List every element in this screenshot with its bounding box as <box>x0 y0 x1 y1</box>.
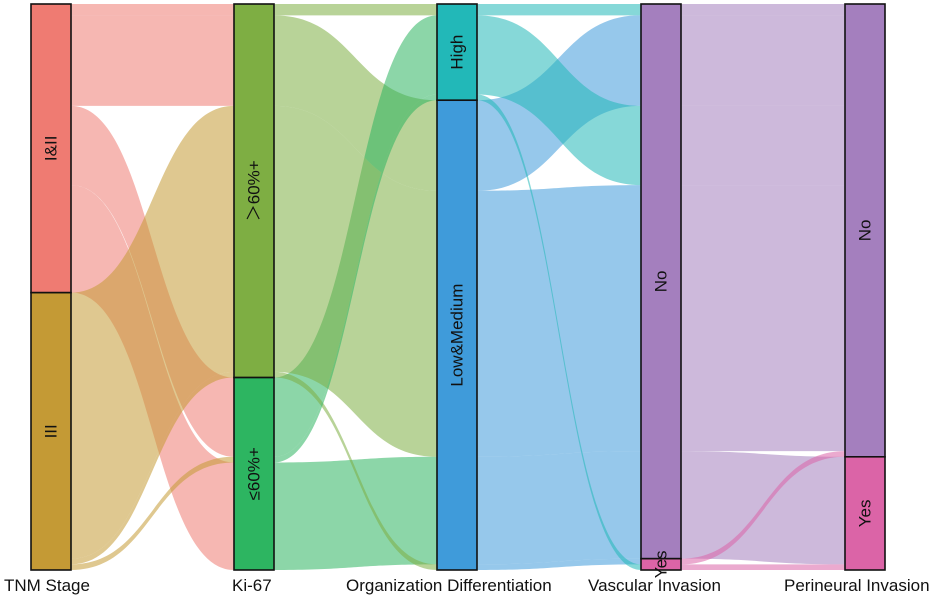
flow-1-3 <box>274 456 437 570</box>
node-0-III <box>30 291 72 571</box>
node-2-Low&Medium <box>436 99 478 571</box>
flow-0-0 <box>71 4 234 16</box>
flow-1-0 <box>274 4 437 16</box>
node-label-1-＞60%+: ＞60%+ <box>245 160 264 221</box>
flow-2-5 <box>477 558 641 570</box>
flow-3-0 <box>681 4 845 16</box>
flow-3-4 <box>681 185 845 452</box>
node-3-Yes <box>640 557 682 571</box>
axis-title-2: Organization Differentiation <box>346 576 552 595</box>
flow-3-1 <box>681 15 845 106</box>
flow-1-5 <box>274 371 437 570</box>
node-label-0-I&II: I&II <box>42 136 61 162</box>
axis-title-4: Perineural Invasion <box>784 576 930 595</box>
flow-2-2 <box>477 15 641 186</box>
node-label-0-III: III <box>42 424 61 438</box>
flow-2-0 <box>477 4 641 16</box>
node-label-2-High: High <box>448 35 467 70</box>
flow-2-6 <box>477 94 641 570</box>
flow-2-3 <box>477 451 641 565</box>
node-label-4-No: No <box>856 220 875 242</box>
node-4-Yes <box>844 455 886 571</box>
flow-2-4 <box>477 185 641 457</box>
node-label-4-Yes: Yes <box>856 500 875 528</box>
node-1-≤60%+ <box>233 376 275 571</box>
flows-layer <box>71 4 845 570</box>
flow-3-6 <box>681 564 845 570</box>
node-4-No <box>844 3 886 458</box>
node-2-High <box>436 3 478 102</box>
node-label-3-No: No <box>652 270 671 292</box>
flow-0-4 <box>71 105 234 559</box>
flow-3-5 <box>681 451 845 565</box>
node-label-1-≤60%+: ≤60%+ <box>245 447 264 500</box>
node-label-3-Yes: Yes <box>652 550 671 578</box>
flow-0-6 <box>71 456 234 570</box>
node-1-＞60%+ <box>233 3 275 379</box>
axis-title-3: Vascular Invasion <box>588 576 721 595</box>
axis-title-0: TNM Stage <box>4 576 90 595</box>
axis-title-1: Ki-67 <box>232 576 272 595</box>
flow-1-1 <box>274 15 437 191</box>
flow-3-2 <box>681 105 845 186</box>
node-label-2-Low&Medium: Low&Medium <box>448 284 467 387</box>
flow-0-5 <box>71 371 234 565</box>
node-0-I&II <box>30 3 72 294</box>
flow-1-6 <box>274 94 437 463</box>
node-3-No <box>640 3 682 560</box>
flow-0-1 <box>71 15 234 106</box>
